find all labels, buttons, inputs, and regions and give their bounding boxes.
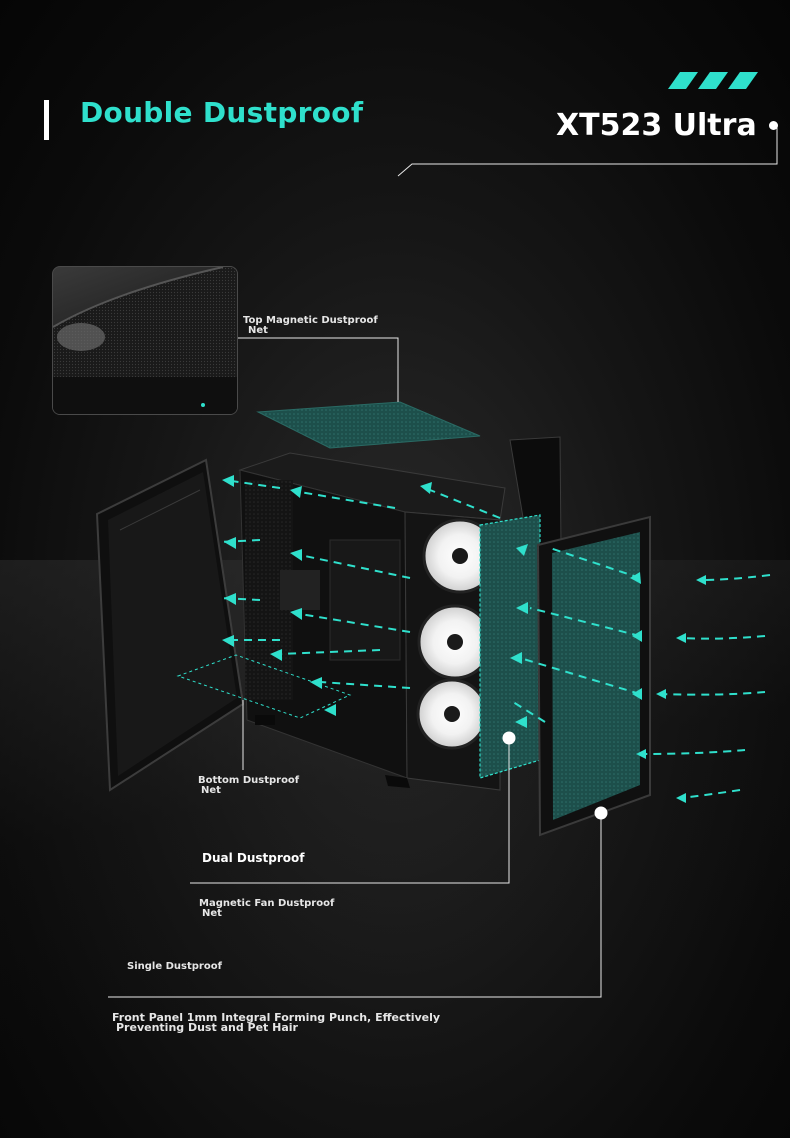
fan-net-label-line2: Net: [202, 908, 222, 919]
front-panel-label: Front Panel 1mm Integral Forming Punch, …: [112, 1011, 441, 1034]
front-panel: [536, 515, 651, 837]
page-title: Double Dustproof: [80, 96, 364, 129]
bottom-net-label-line1: Bottom Dustproof: [198, 775, 300, 786]
magnetic-net-closeup-image: [53, 267, 237, 414]
airflow-arrows: [219, 479, 771, 799]
airflow-arrowheads: [222, 475, 706, 803]
top-net-closeup-photo: [52, 266, 238, 415]
fan-net-label-line1: Magnetic Fan Dustproof: [199, 898, 335, 909]
fan-array: [416, 518, 498, 750]
front-panel-label-line1: Front Panel 1mm Integral Forming Punch, …: [112, 1011, 441, 1024]
dual-dustproof-label: Dual Dustproof: [202, 851, 305, 865]
top-net-label: Top Magnetic Dustproof Net: [243, 316, 378, 336]
front-panel-pointer-dot: [594, 806, 608, 820]
top-net-label-line1: Top Magnetic Dustproof: [243, 315, 378, 326]
brand-stripes-icon: [668, 72, 758, 89]
model-dot-icon: [769, 121, 778, 130]
title-accent-bar: [44, 100, 49, 140]
single-dustproof-label: Single Dustproof: [127, 961, 222, 972]
front-panel-label-line2: Preventing Dust and Pet Hair: [116, 1021, 298, 1034]
top-magnetic-net: [256, 401, 481, 449]
model-name: XT523 Ultra: [556, 108, 757, 143]
fan-net-label: Magnetic Fan Dustproof Net: [199, 899, 334, 919]
top-net-label-line2: Net: [248, 325, 268, 336]
fan-net-pointer-dot: [502, 731, 516, 745]
bottom-net-label-line2: Net: [201, 785, 221, 796]
callout-lines: [108, 128, 778, 998]
glass-side-panel: [95, 458, 245, 792]
bottom-dustproof-net: [176, 654, 352, 719]
bottom-net-label: Bottom Dustproof Net: [198, 776, 299, 796]
